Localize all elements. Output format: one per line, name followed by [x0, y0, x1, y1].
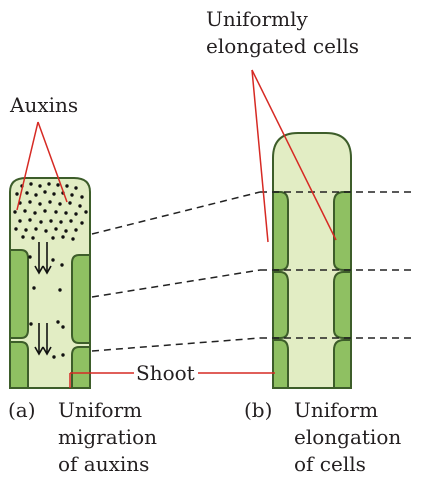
auxin-dot	[64, 229, 67, 232]
right-shoot-cell	[273, 192, 288, 270]
auxin-dot	[13, 210, 16, 213]
auxin-dot	[38, 184, 41, 187]
auxin-dot	[56, 183, 59, 186]
auxin-dot	[47, 182, 50, 185]
elongated-cells-line1: Uniformly	[206, 6, 359, 33]
connector-line	[92, 338, 260, 351]
auxin-dot	[39, 220, 42, 223]
auxin-dot	[61, 325, 64, 328]
auxin-dot	[18, 219, 21, 222]
auxin-dot	[54, 227, 57, 230]
auxin-dot	[34, 193, 37, 196]
auxin-dot	[74, 228, 77, 231]
auxin-dot	[69, 219, 72, 222]
auxin-dot	[28, 218, 31, 221]
left-shoot	[10, 178, 90, 388]
caption-a-line3: of auxins	[58, 451, 157, 478]
left-shoot-cell	[10, 342, 28, 388]
auxin-dot	[48, 200, 51, 203]
auxin-dot	[15, 192, 18, 195]
right-shoot-cell	[334, 272, 351, 338]
auxin-dot	[38, 202, 41, 205]
auxin-dot	[65, 184, 68, 187]
caption-b-line2: elongation	[294, 424, 401, 451]
caption-a-tag: (a)	[8, 397, 58, 478]
auxin-dot	[52, 355, 55, 358]
caption-b: (b) Uniform elongation of cells	[244, 397, 401, 478]
auxin-dot	[58, 288, 61, 291]
auxin-dot	[56, 320, 59, 323]
right-shoot-cell	[334, 192, 351, 270]
auxin-dot	[31, 236, 34, 239]
auxin-dot	[23, 209, 26, 212]
auxin-dot	[70, 193, 73, 196]
auxin-dot	[43, 190, 46, 193]
auxin-dot	[28, 255, 31, 258]
connector-lines	[92, 192, 415, 351]
auxin-dot	[51, 236, 54, 239]
auxin-dot	[58, 202, 61, 205]
auxin-dot	[78, 204, 81, 207]
left-shoot-cell	[72, 347, 90, 388]
auxin-dot	[29, 182, 32, 185]
auxin-dot	[61, 353, 64, 356]
auxin-dot	[80, 221, 83, 224]
cells-pointer	[252, 70, 268, 242]
auxin-dot	[54, 210, 57, 213]
shoot-label: Shoot	[136, 360, 195, 387]
auxin-dot	[80, 195, 83, 198]
auxin-dot	[74, 212, 77, 215]
auxin-dot	[33, 211, 36, 214]
auxin-dot	[60, 263, 63, 266]
caption-b-line3: of cells	[294, 451, 401, 478]
auxin-dot	[61, 235, 64, 238]
auxin-dot	[34, 227, 37, 230]
auxin-dot	[84, 210, 87, 213]
connector-line	[92, 270, 260, 297]
auxin-dot	[49, 219, 52, 222]
connector-line	[92, 192, 260, 234]
auxin-dot	[74, 186, 77, 189]
caption-a-line2: migration	[58, 424, 157, 451]
auxin-dot	[59, 220, 62, 223]
auxin-dot	[21, 235, 24, 238]
right-shoot-cell	[273, 272, 288, 338]
caption-a-line1: Uniform	[58, 397, 157, 424]
auxins-label: Auxins	[10, 92, 78, 119]
auxin-dot	[29, 322, 32, 325]
auxin-dot	[71, 237, 74, 240]
auxin-dot	[43, 209, 46, 212]
auxin-dot	[44, 229, 47, 232]
auxin-dot	[14, 227, 17, 230]
auxin-dot	[64, 211, 67, 214]
right-shoot	[273, 133, 351, 388]
left-shoot-cell	[10, 250, 28, 338]
auxin-dot	[28, 200, 31, 203]
caption-b-line1: Uniform	[294, 397, 401, 424]
caption-a: (a) Uniform migration of auxins	[8, 397, 157, 478]
right-shoot-cell	[273, 340, 288, 388]
elongated-cells-line2: elongated cells	[206, 33, 359, 60]
right-shoot-cell	[334, 340, 351, 388]
auxin-dot	[52, 192, 55, 195]
auxin-dot	[24, 228, 27, 231]
elongated-cells-label: Uniformly elongated cells	[206, 6, 359, 60]
left-shoot-cell	[72, 255, 90, 343]
auxin-dot	[25, 191, 28, 194]
auxin-dot	[51, 258, 54, 261]
caption-b-tag: (b)	[244, 397, 294, 478]
auxin-dot	[32, 286, 35, 289]
auxin-dot	[68, 201, 71, 204]
